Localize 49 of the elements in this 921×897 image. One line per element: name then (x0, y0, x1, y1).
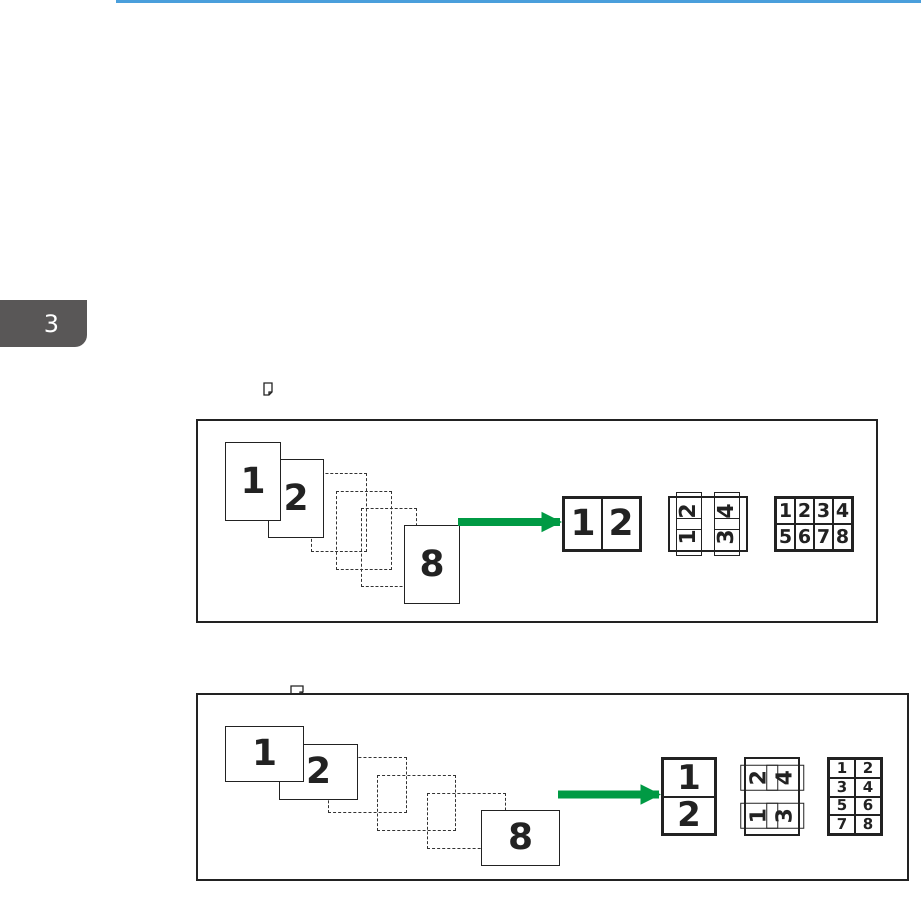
arrow (558, 784, 662, 805)
page-sheet (225, 442, 281, 521)
page-number: 1 (676, 518, 702, 556)
page-number: 4 (855, 778, 881, 796)
page-number: 5 (776, 524, 795, 550)
page-number: 8 (508, 820, 534, 856)
arrow (458, 512, 562, 532)
page-number: 1 (240, 464, 266, 500)
page-sheet (225, 726, 304, 782)
chapter-tab: 3 (0, 300, 87, 347)
page-number: 5 (829, 796, 855, 816)
page-sheet (377, 775, 456, 831)
page-sheet (311, 473, 367, 552)
page-number: 2 (676, 492, 702, 530)
page-sheet (336, 491, 392, 570)
page-number: 4 (714, 492, 740, 530)
page-number: 1 (252, 736, 278, 772)
page-number: 8 (855, 815, 881, 834)
page-number: 1 (829, 759, 855, 778)
page-number: 2 (855, 759, 881, 778)
page-number: 2 (795, 498, 814, 524)
page-sheet (481, 810, 560, 866)
page-number: 6 (795, 524, 814, 550)
page-number: 3 (766, 802, 804, 828)
page-number: 3 (714, 518, 740, 556)
page-number: 7 (829, 815, 855, 834)
page-sheet (328, 757, 407, 813)
illustration-panel (196, 419, 878, 623)
page-number: 7 (814, 524, 833, 550)
page-number: 8 (833, 524, 852, 550)
page-number: 8 (419, 546, 445, 582)
page-number: 2 (663, 796, 715, 834)
page-number: 2 (283, 480, 309, 516)
output-sheet (661, 757, 717, 836)
illustration-panel (196, 693, 909, 881)
page-number: 6 (855, 796, 881, 816)
page-number: 2 (602, 498, 640, 550)
page-number: 3 (829, 778, 855, 796)
output-sheet (562, 496, 642, 552)
page-number: 3 (814, 498, 833, 524)
page-number: 1 (663, 759, 715, 796)
page-number: 4 (766, 764, 804, 791)
output-sheet (774, 496, 854, 552)
page-number: 1 (776, 498, 795, 524)
output-sheet (827, 757, 883, 836)
page-sheet (404, 525, 460, 604)
page-number: 2 (306, 754, 332, 790)
page-number: 4 (833, 498, 852, 524)
page-number: 1 (564, 498, 602, 550)
